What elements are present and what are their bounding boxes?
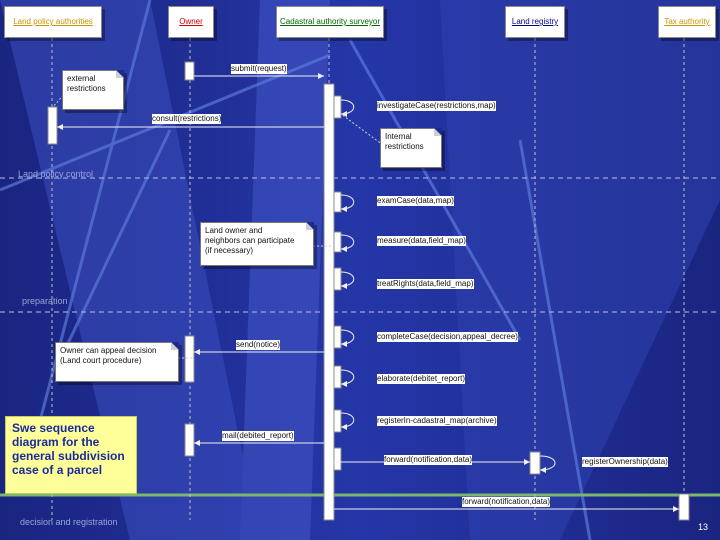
message-investigate: investigateCase(restrictions,map): [377, 101, 496, 111]
background-streaks: [0, 0, 592, 540]
note-participation: Land owner and neighbors can participate…: [200, 222, 314, 266]
diagram-caption: Swe sequence diagram for the general sub…: [5, 416, 137, 494]
message-register-cadastral: registerIn-cadastral_map(archive): [377, 416, 497, 426]
note-internal-restrictions: Internal restrictions: [380, 128, 442, 168]
note-connectors: [51, 91, 384, 359]
message-forward-registry: forward(notification,data): [384, 455, 473, 465]
message-examine: examCase(data,map): [377, 196, 454, 206]
message-send: send(notice): [236, 340, 281, 350]
actor-land-registry: Land registry: [505, 6, 565, 38]
page-number: 13: [697, 522, 708, 532]
phase-separators: [0, 177, 720, 313]
message-register-ownership: registerOwnership(data): [582, 457, 668, 467]
arrow-heads: [57, 73, 679, 512]
note-appeal: Owner can appeal decision (Land court pr…: [55, 342, 179, 382]
activations: [47, 61, 690, 521]
actor-cadastral-authority-surveyor: Cadastral authority surveyor: [276, 6, 384, 38]
message-submit: submit(request): [231, 64, 287, 74]
actor-tax-authority: Tax authority: [658, 6, 716, 38]
message-consult: consult(restrictions): [152, 114, 222, 124]
note-external-restrictions: external restrictions: [62, 70, 124, 110]
message-treat-rights: treatRights(data,field_map): [377, 279, 474, 289]
message-arrows: [57, 75, 679, 510]
phase-label-control: Land policy control: [18, 169, 94, 179]
actor-land-policy-authorities: Land policy authorities: [4, 6, 102, 38]
message-mail: mail(debited_report): [222, 431, 294, 441]
phase-label-decision: decision and registration: [20, 517, 118, 527]
message-forward-tax: forward(notification,data): [462, 497, 551, 507]
phase-label-preparation: preparation: [22, 296, 68, 306]
actor-owner: Owner: [168, 6, 214, 38]
message-complete-case: completeCase(decision,appeal_decree): [377, 332, 518, 342]
message-measure: measure(data,field_map): [377, 236, 466, 246]
message-elaborate: elaborate(debitet_report): [377, 374, 466, 384]
